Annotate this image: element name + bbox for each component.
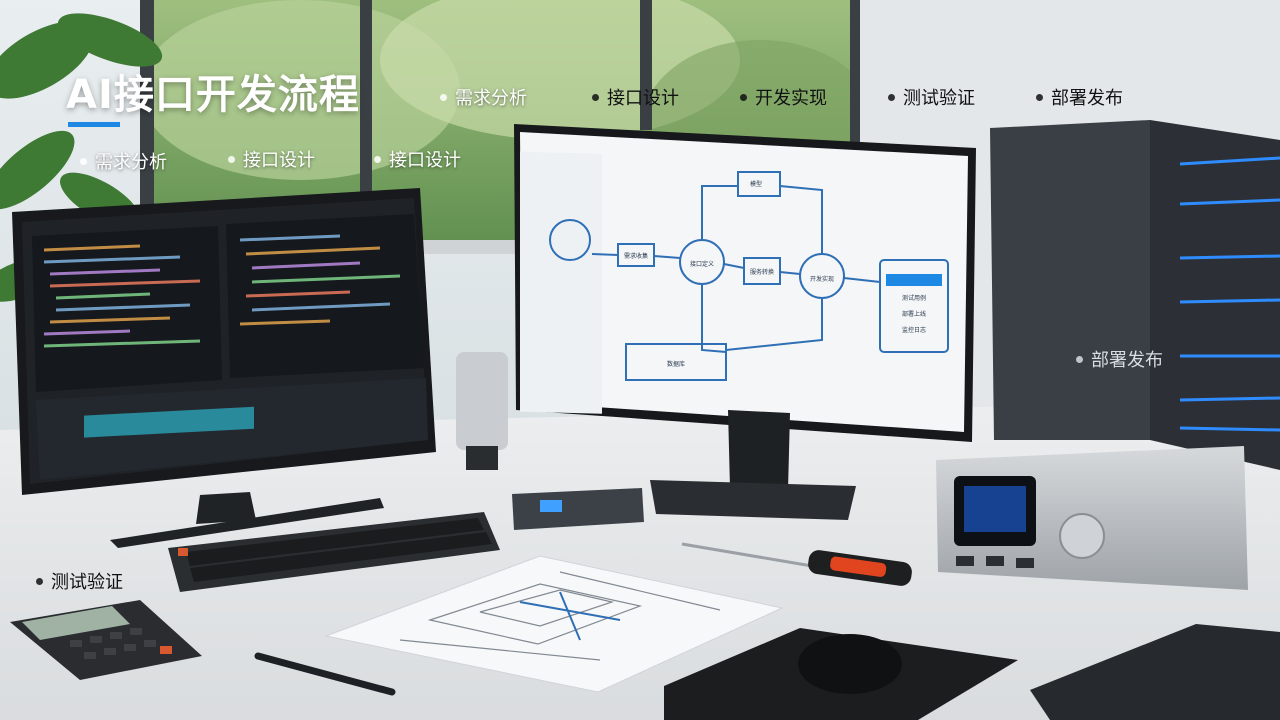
- diagram-box-label: 接口定义: [690, 260, 714, 268]
- blueprint-paper: [324, 555, 784, 693]
- label-top-requirement: 需求分析: [440, 84, 527, 110]
- label-text: 需求分析: [95, 152, 167, 173]
- label-text: 开发实现: [755, 88, 827, 109]
- diagram-box-label: 服务转换: [750, 268, 774, 276]
- label-desk-test: 测试验证: [36, 568, 123, 594]
- label-text: 接口设计: [389, 150, 461, 171]
- diagram-box-label: 数据库: [667, 360, 685, 368]
- label-top-interface: 接口设计: [592, 84, 679, 110]
- diagram-box-label: 开发实现: [810, 275, 834, 283]
- diagram-box-label: 需求收集: [624, 252, 648, 260]
- speaker: [456, 352, 508, 470]
- left-monitor: [12, 188, 436, 548]
- label-left-interface-1: 接口设计: [228, 146, 315, 172]
- label-text: 测试验证: [903, 88, 975, 109]
- title-underline: [68, 122, 120, 127]
- pen: [254, 652, 396, 696]
- keyboard: [168, 512, 500, 592]
- label-left-interface-2: 接口设计: [374, 146, 461, 172]
- label-left-requirement: 需求分析: [80, 148, 167, 174]
- label-top-deploy: 部署发布: [1036, 84, 1123, 110]
- screwdriver: [681, 542, 912, 586]
- label-top-develop: 开发实现: [740, 84, 827, 110]
- label-text: 部署发布: [1051, 88, 1123, 109]
- calculator: [10, 600, 202, 680]
- center-monitor: [514, 124, 976, 520]
- tablet: [1030, 624, 1280, 720]
- label-text: 部署发布: [1091, 350, 1163, 371]
- audio-device: [936, 446, 1248, 590]
- diagram-box-label: 测试用例: [902, 294, 926, 302]
- diagram-box-label: 监控日志: [902, 326, 926, 334]
- diagram-box-label: 模型: [750, 180, 762, 188]
- server-tower: [990, 120, 1280, 470]
- mousepad: [664, 628, 1018, 720]
- label-server-deploy: 部署发布: [1076, 346, 1163, 372]
- diagram-box-label: 部署上线: [902, 310, 926, 318]
- label-text: 测试验证: [51, 572, 123, 593]
- label-text: 接口设计: [243, 150, 315, 171]
- label-top-test: 测试验证: [888, 84, 975, 110]
- page-title: AI接口开发流程: [66, 72, 360, 118]
- label-text: 接口设计: [607, 88, 679, 109]
- label-text: 需求分析: [455, 88, 527, 109]
- usb-hub: [512, 488, 644, 530]
